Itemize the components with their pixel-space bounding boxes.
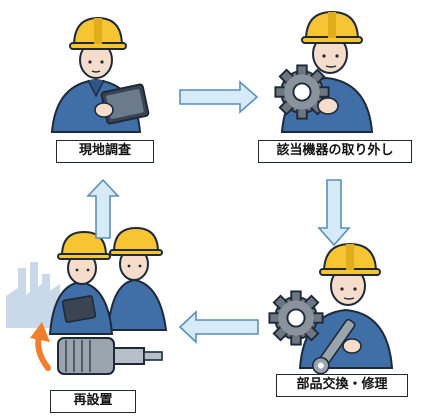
step-label-parts-replacement: 部品交換・修理 (276, 374, 408, 397)
flow-arrow-up (86, 178, 120, 239)
step-label-equipment-removal: 該当機器の取り外し (258, 140, 412, 163)
flow-arrow-right (179, 80, 259, 114)
step-label-site-survey: 現地調査 (56, 140, 154, 163)
two-workers-with-factory-and-motor-icon (6, 226, 168, 375)
step-label-reinstallation: 再設置 (50, 390, 136, 413)
worker-with-gear-and-wrench-icon (268, 242, 394, 375)
worker-with-tablet-icon (50, 16, 150, 133)
worker-holding-gear-icon (274, 10, 374, 133)
flow-arrow-down (317, 179, 351, 247)
flow-arrow-left (178, 310, 259, 344)
